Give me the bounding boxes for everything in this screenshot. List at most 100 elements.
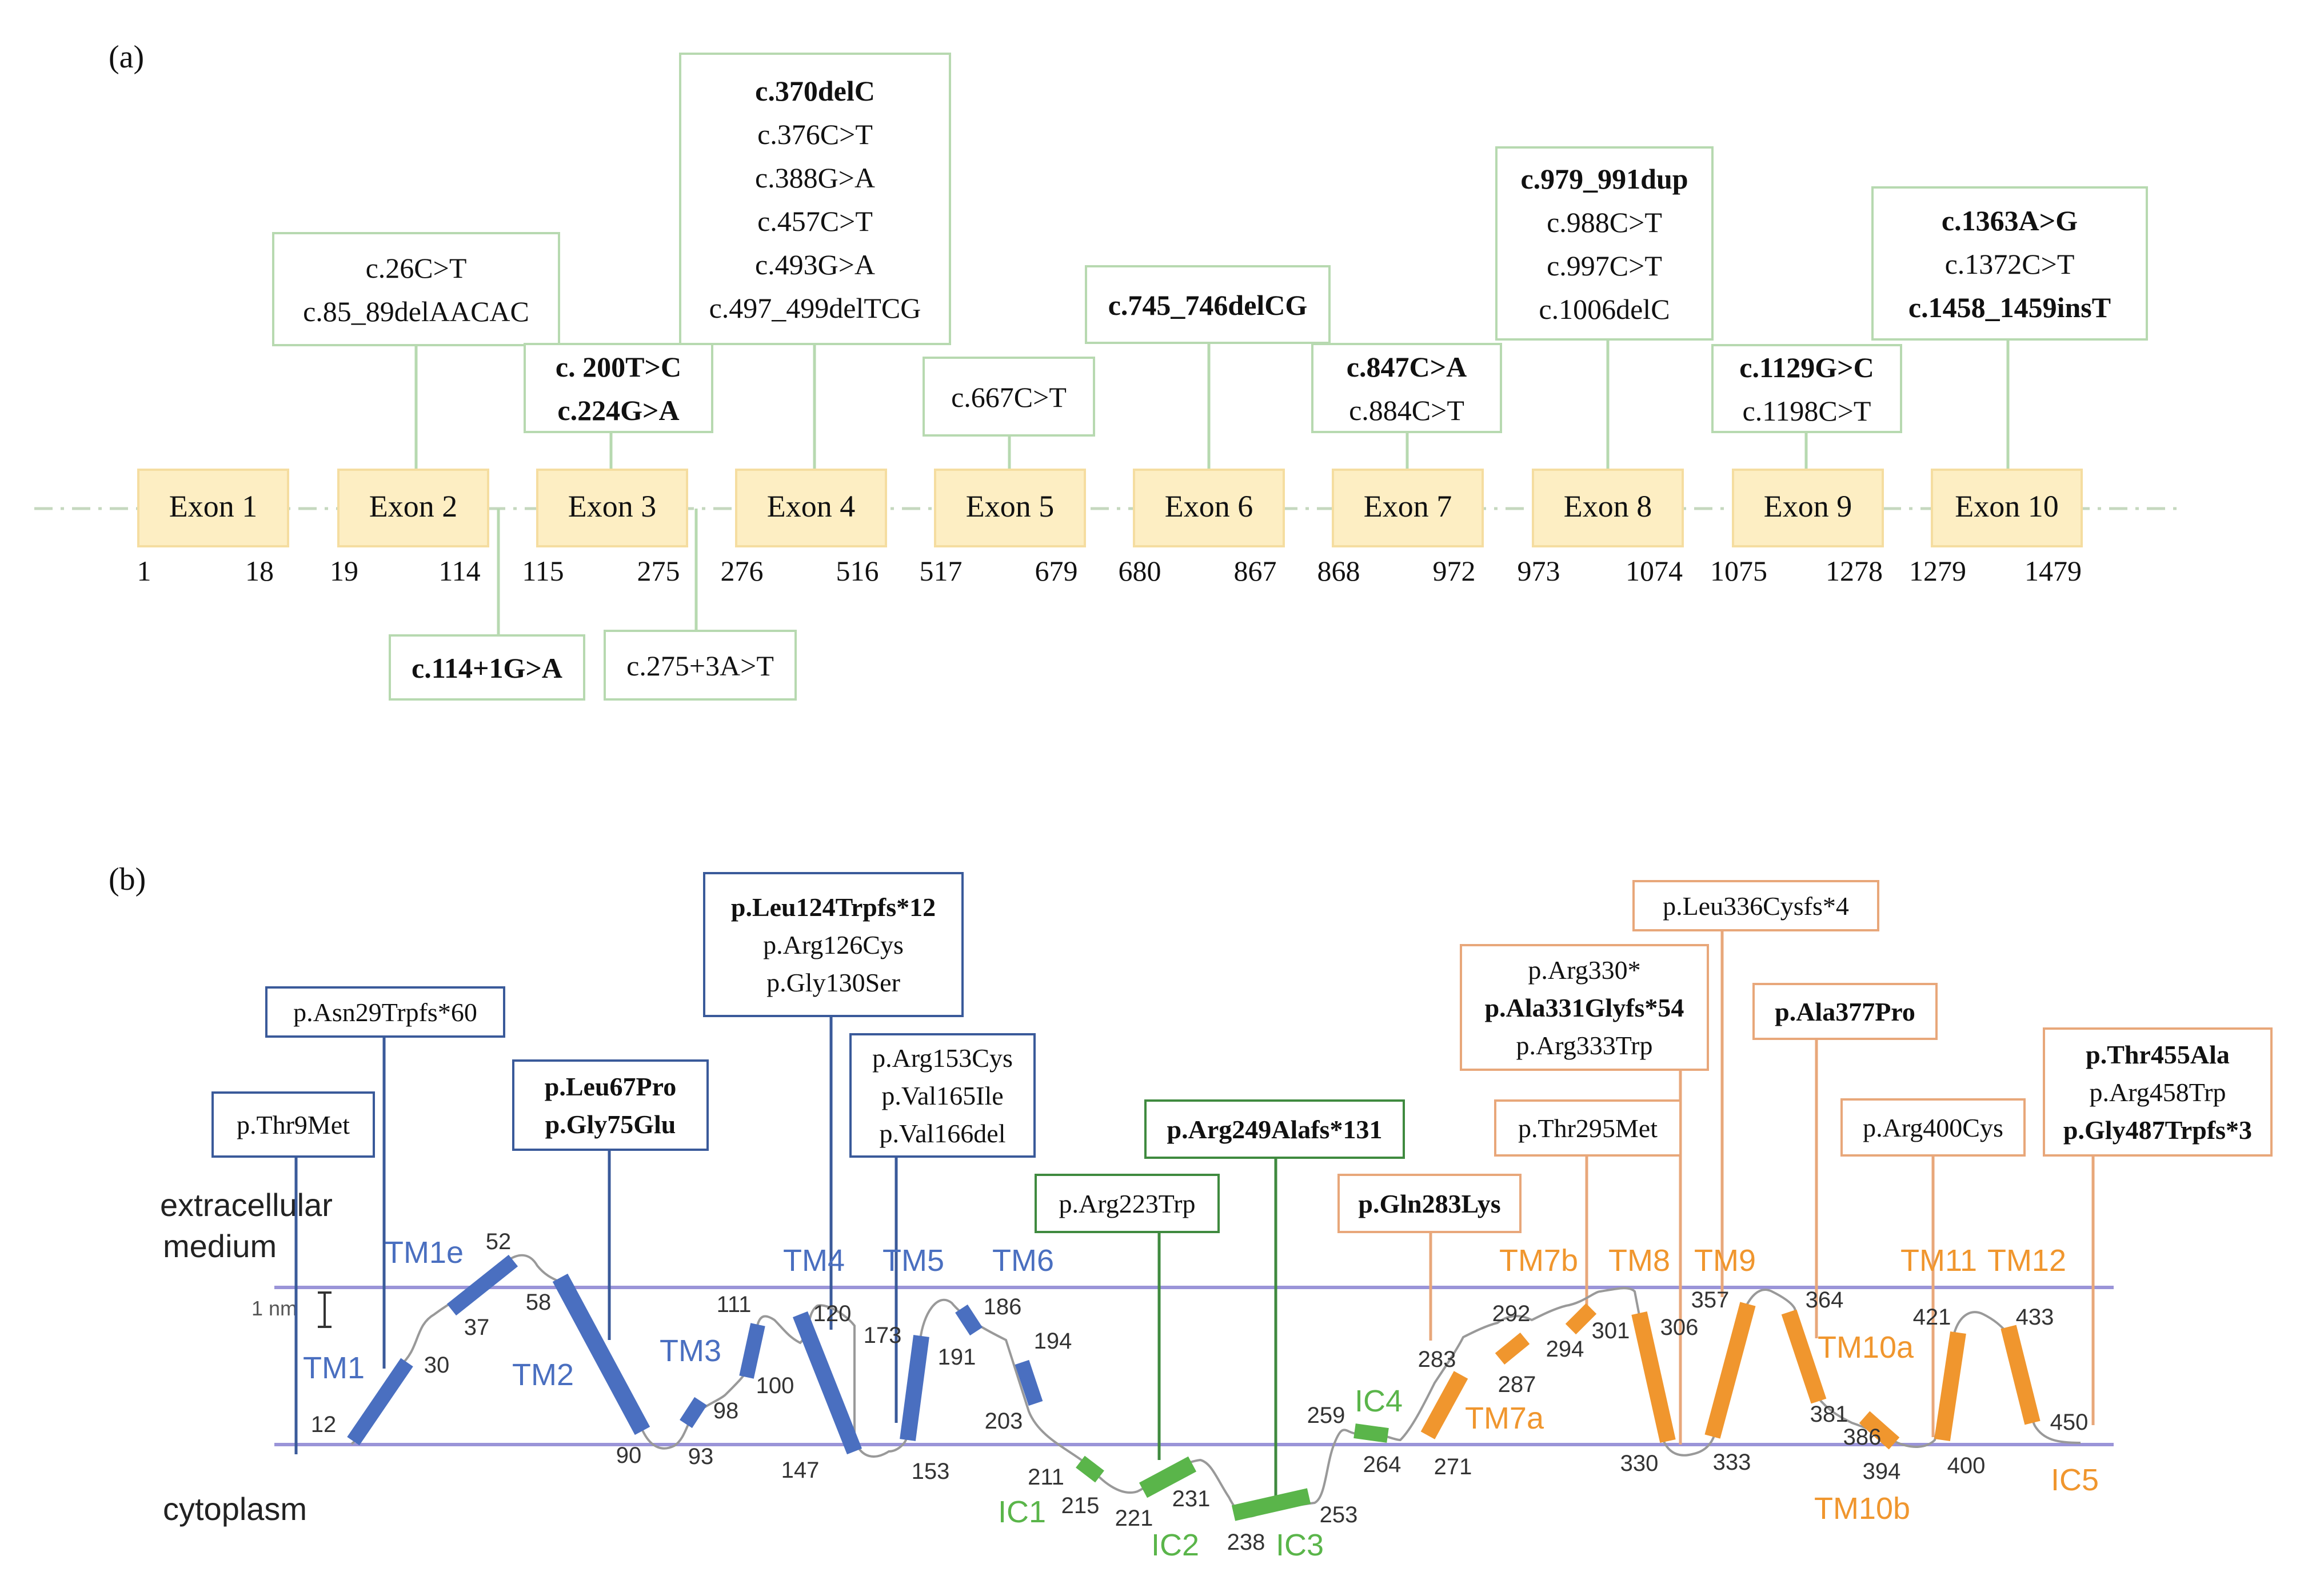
residue-number: 386 [1843,1425,1882,1450]
variant-text: c.745_746delCG [1108,289,1308,321]
exon-start: 19 [330,555,358,587]
helix-tm6a [955,1304,983,1336]
protein-box-arg223: p.Arg223Trp [1035,1174,1220,1233]
residue-number: 173 [864,1323,902,1348]
protein-variant-text: p.Arg458Trp [2089,1078,2226,1107]
exon-box [1532,469,1684,547]
protein-variant-text: p.Leu67Pro [545,1072,676,1101]
segment-label: TM6 [992,1243,1054,1278]
exon-name: Exon 4 [767,489,856,523]
protein-variant-text: p.Val166del [879,1119,1005,1148]
variant-text: c.1006delC [1539,293,1670,325]
segment-label: TM1 [303,1351,365,1385]
exon-end: 1479 [2025,555,2082,587]
variant-text: c.1363A>G [1942,205,2078,237]
protein-variant-text: p.Leu336Cysfs*4 [1663,891,1849,921]
segment-label: IC5 [2051,1463,2099,1497]
variant-text: c.114+1G>A [412,652,562,684]
panel-a-label: (a) [109,39,144,75]
variant-box-frame [272,232,560,346]
residue-number: 98 [713,1398,739,1423]
segment-label: TM9 [1694,1243,1756,1278]
residue-number: 231 [1172,1486,1211,1511]
protein-box-thr9: p.Thr9Met [211,1091,375,1158]
residue-number: 221 [1115,1506,1153,1531]
variant-box-exon4: c.370delCc.376C>Tc.388G>Ac.457C>Tc.493G>… [679,53,951,345]
variant-text: c.667C>T [951,381,1067,413]
exon-start: 868 [1317,555,1360,587]
helix-tm5 [900,1335,929,1441]
exon-start: 517 [920,555,963,587]
helix-tm7-link [1495,1332,1530,1365]
variant-text: c.1129G>C [1739,351,1874,383]
protein-variant-text: p.Gly130Ser [766,968,900,997]
variant-text: c.275+3A>T [626,650,774,682]
helix-tm7b [1565,1303,1597,1335]
scale-bar [318,1291,332,1328]
residue-number: 357 [1691,1287,1730,1313]
residue-number: 111 [717,1292,752,1317]
residue-number: 450 [2050,1410,2089,1435]
residue-number: 120 [813,1301,852,1326]
segment-label: TM12 [1987,1243,2066,1278]
variant-text: c.26C>T [366,252,467,284]
variant-text: c.457C>T [757,205,873,237]
protein-variant-text: p.Thr9Met [237,1110,350,1139]
helix-tm11 [1934,1331,1966,1442]
variant-text: c.1372C>T [1945,248,2075,280]
segment-label: TM1e [385,1235,464,1270]
residue-number: 294 [1546,1337,1584,1362]
helix-ic2 [1139,1456,1197,1498]
variant-text: c.979_991dup [1520,163,1688,195]
helix-tm12 [2000,1325,2041,1425]
exon-box [337,469,489,547]
exon-name: Exon 1 [169,489,258,523]
variant-text: c.388G>A [755,162,875,194]
residue-number: 100 [756,1373,794,1398]
helix-tm6 [1015,1359,1043,1406]
protein-variant-text: p.Ala377Pro [1775,997,1915,1026]
residue-number: 433 [2016,1305,2054,1330]
exon-name: Exon 3 [568,489,657,523]
protein-variant-text: p.Arg333Trp [1516,1031,1652,1060]
exon-box [1931,469,2083,547]
protein-box-frame [1035,1174,1220,1233]
exon-box [536,469,688,547]
variant-box-exon10: c.1363A>Gc.1372C>Tc.1458_1459insT [1871,186,2148,341]
exon-start: 1075 [1710,555,1767,587]
segment-label: IC2 [1151,1528,1199,1562]
variant-text: c.224G>A [557,394,679,426]
exon-start: 115 [522,555,564,587]
protein-variant-text: p.Arg249Alafs*131 [1167,1115,1383,1144]
protein-variant-text: p.Arg126Cys [763,930,904,959]
residue-number: 333 [1713,1450,1751,1475]
protein-box-frame [1840,1098,2026,1157]
protein-box-frame [2043,1027,2273,1157]
residue-number: 215 [1061,1493,1100,1518]
variant-text: c.884C>T [1349,394,1464,426]
variant-text: c.1198C>T [1743,395,1871,427]
protein-variant-text: p.Gly75Glu [545,1110,676,1139]
helix-tm8 [1631,1311,1676,1443]
protein-box-frame [849,1033,1036,1158]
residue-number: 90 [616,1443,642,1468]
exon-box [934,469,1086,547]
protein-box-leu67: p.Leu67Pro p.Gly75Glu [512,1059,709,1151]
segment-label: TM2 [512,1358,574,1392]
helix-ic3 [1231,1488,1311,1521]
exon-end: 1278 [1826,555,1883,587]
variant-box-frame [1711,344,1902,433]
segment-label: IC3 [1276,1528,1324,1562]
helix-tm4 [792,1311,862,1455]
protein-box-ala377: p.Ala377Pro [1752,983,1938,1040]
segment-label: TM7a [1465,1401,1544,1435]
protein-box-frame [512,1059,709,1151]
exon-start: 1279 [1909,555,1966,587]
exon-name: Exon 2 [369,489,458,523]
exon-box [1332,469,1484,547]
